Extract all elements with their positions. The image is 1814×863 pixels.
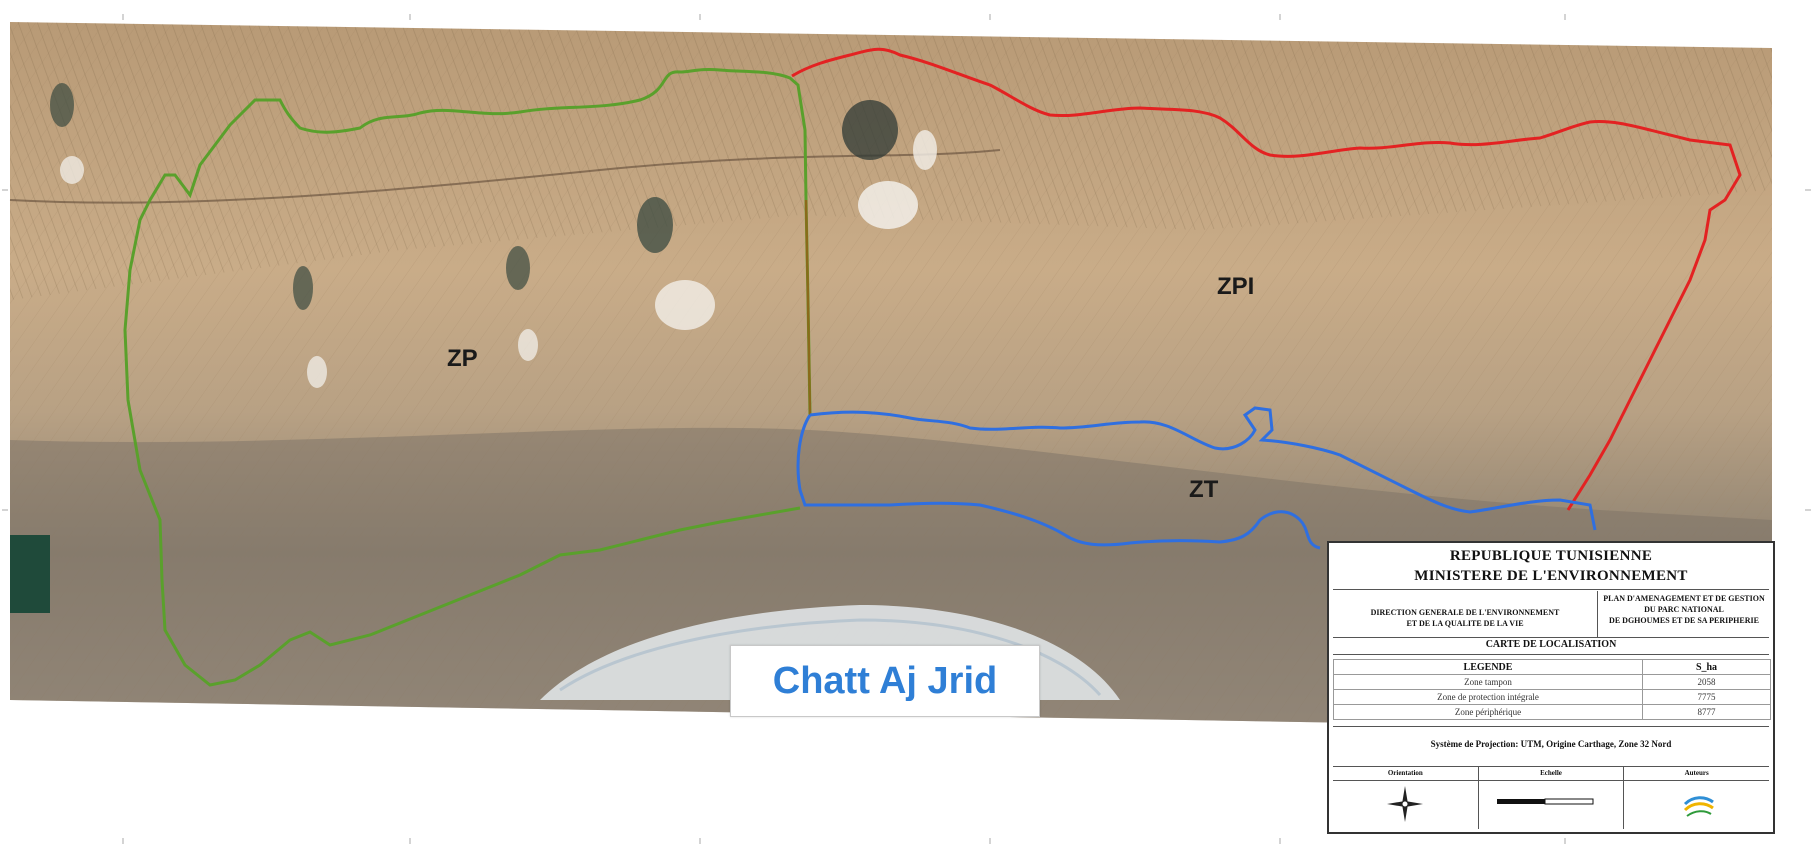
lake-label: Chatt Aj Jrid — [772, 659, 998, 702]
direction-line-2: ET DE LA QUALITE DE LA VIE — [1406, 619, 1524, 628]
scale-bar-icon — [1496, 798, 1594, 805]
map-title: CARTE DE LOCALISATION — [1485, 639, 1617, 650]
orientation-cell: Orientation — [1333, 767, 1479, 829]
zone-boundary-zp — [123, 67, 812, 687]
vegetation-patch — [50, 83, 74, 127]
graticule-ticks — [2, 14, 1811, 844]
legend-table: LEGENDE S_ha Zone tampon 2058 Zone de pr… — [1333, 659, 1771, 720]
zone-label-zt: ZT — [1189, 476, 1219, 503]
vegetation-patch — [842, 100, 898, 160]
salt-flat-edge — [559, 618, 1102, 696]
authors-label: Auteurs — [1624, 767, 1770, 781]
cloud — [307, 356, 327, 388]
plan-line-3: DE DGHOUMES ET DE SA PERIPHERIE — [1609, 616, 1759, 625]
north-arrow-icon — [1387, 786, 1423, 822]
legend-value-header: S_ha — [1642, 659, 1771, 675]
legend-row: Zone de protection intégrale 7775 — [1333, 689, 1771, 705]
ministry-title: MINISTERE DE L'ENVIRONNEMENT — [1414, 568, 1688, 584]
footer-grid: Orientation Echelle Auteurs — [1333, 766, 1770, 829]
mountain-band — [10, 22, 1772, 300]
legend-value: 7775 — [1642, 689, 1771, 705]
legend-value: 2058 — [1642, 674, 1771, 690]
legend-row: Zone tampon 2058 — [1333, 674, 1771, 690]
scale-label: Echelle — [1478, 767, 1624, 781]
plan-line-2: DU PARC NATIONAL — [1644, 605, 1724, 614]
zone-boundary-zt — [796, 406, 1597, 550]
oasis-patch — [10, 535, 50, 613]
orientation-label: Orientation — [1333, 767, 1478, 781]
cloud — [655, 280, 715, 330]
authors-cell: Auteurs — [1624, 767, 1770, 829]
projection-note: Système de Projection: UTM, Origine Cart… — [1430, 739, 1672, 749]
vegetation-patch — [506, 246, 530, 290]
vegetation-patch — [637, 197, 673, 253]
legend-name: Zone de protection intégrale — [1333, 689, 1643, 705]
ridge-line — [9, 149, 1001, 204]
cloud — [858, 181, 918, 229]
zone-label-zp: ZP — [447, 345, 478, 372]
legend-name: Zone tampon — [1333, 674, 1643, 690]
zone-label-zpi: ZPI — [1217, 273, 1255, 300]
cloud — [913, 130, 937, 170]
scale-cell: Echelle — [1478, 767, 1625, 829]
plan-line-1: PLAN D'AMENAGEMENT ET DE GESTION — [1603, 594, 1765, 603]
legend-title: LEGENDE — [1333, 659, 1643, 675]
zone-boundary-zpi — [791, 47, 1742, 511]
lake-label-box: Chatt Aj Jrid — [730, 645, 1040, 717]
cloud — [60, 156, 84, 184]
vegetation-patch — [293, 266, 313, 310]
country-title: REPUBLIQUE TUNISIENNE — [1449, 548, 1653, 564]
legend-name: Zone périphérique — [1333, 704, 1643, 720]
legend-row: Zone périphérique 8777 — [1333, 704, 1771, 720]
legend-value: 8777 — [1642, 704, 1771, 720]
zone-boundary-shared — [804, 199, 812, 416]
cloud — [518, 329, 538, 361]
map-cartouche: REPUBLIQUE TUNISIENNE MINISTERE DE L'ENV… — [1327, 541, 1775, 834]
author-logo-icon — [1684, 796, 1715, 817]
direction-line-1: DIRECTION GENERALE DE L'ENVIRONNEMENT — [1370, 608, 1560, 617]
header-split: DIRECTION GENERALE DE L'ENVIRONNEMENT ET… — [1333, 591, 1769, 637]
